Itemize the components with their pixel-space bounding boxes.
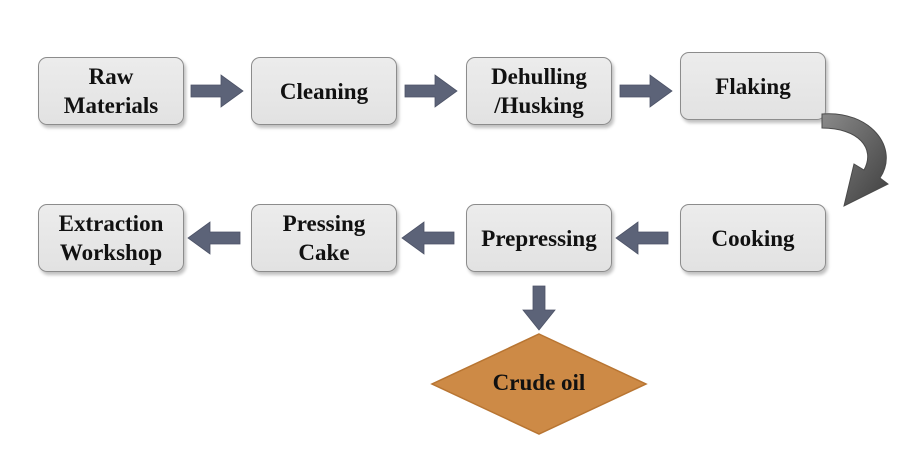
step-cleaning: Cleaning <box>251 57 397 125</box>
curved-arrow-icon <box>821 113 889 207</box>
step-raw-materials: Raw Materials <box>38 57 184 125</box>
step-pressing-cake: Pressing Cake <box>251 204 397 272</box>
step-dehulling-husking: Dehulling /Husking <box>466 57 612 125</box>
output-crude-oil-diamond <box>430 333 648 435</box>
arrow-left-icon <box>615 221 669 255</box>
arrow-left-icon <box>401 221 455 255</box>
step-label: Cleaning <box>279 78 369 104</box>
arrow-down-icon <box>522 285 556 331</box>
arrow-left-icon <box>187 221 241 255</box>
step-label: Dehulling /Husking <box>491 64 587 118</box>
step-label: Pressing Cake <box>282 211 366 265</box>
step-flaking: Flaking <box>680 52 826 120</box>
step-label: Extraction Workshop <box>58 211 164 265</box>
step-cooking: Cooking <box>680 204 826 272</box>
step-label: Flaking <box>715 73 791 99</box>
output-label: Crude oil <box>492 370 586 395</box>
arrow-right-icon <box>190 74 244 108</box>
step-label: Raw Materials <box>63 64 159 118</box>
step-extraction-workshop: Extraction Workshop <box>38 204 184 272</box>
step-label: Cooking <box>711 225 795 251</box>
step-prepressing: Prepressing <box>466 204 612 272</box>
arrow-right-icon <box>404 74 458 108</box>
step-label: Prepressing <box>481 225 597 251</box>
arrow-right-icon <box>619 74 673 108</box>
